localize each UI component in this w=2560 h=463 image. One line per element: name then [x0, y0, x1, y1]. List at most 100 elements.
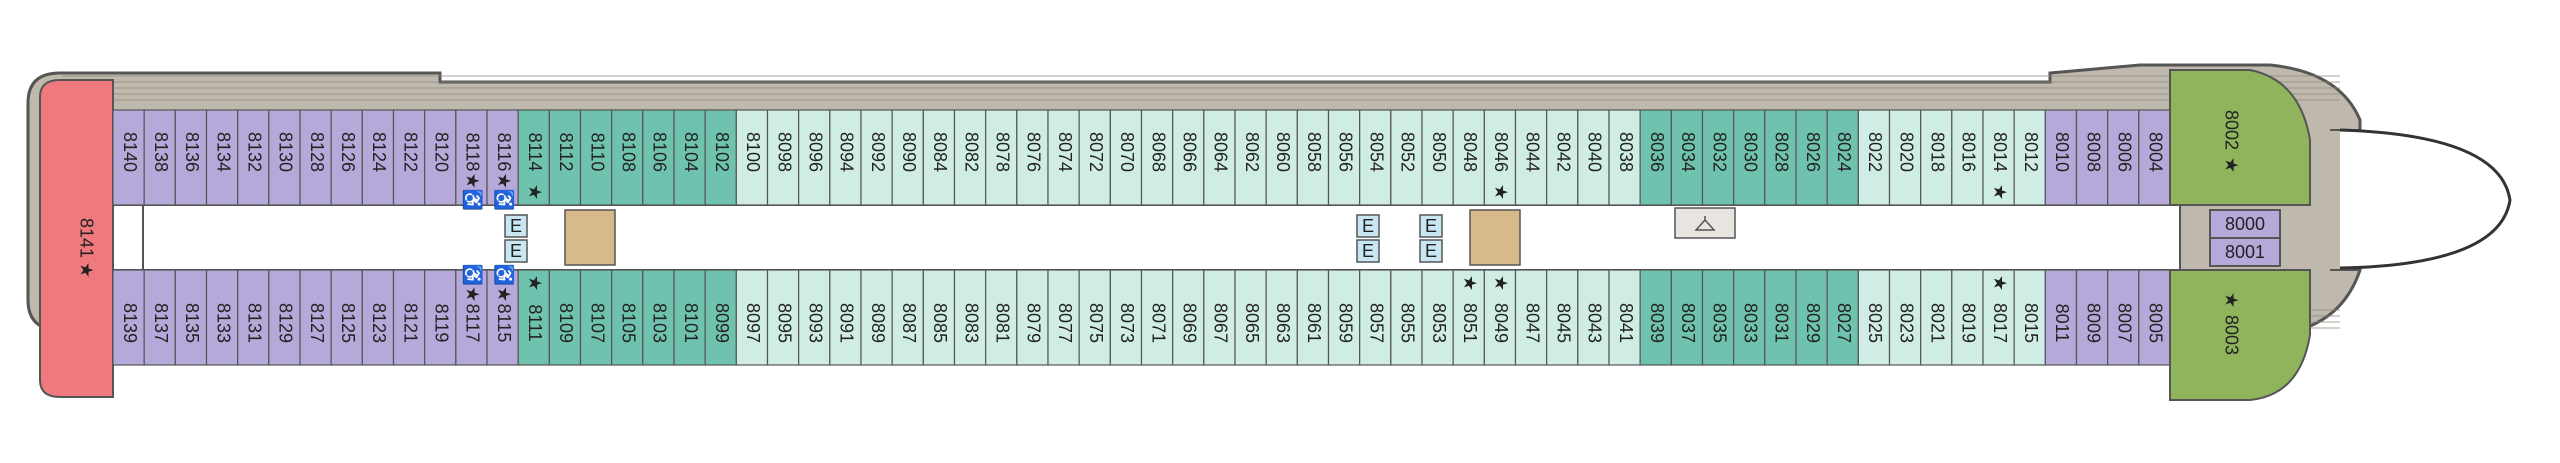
cabin-8032[interactable]: 8032: [1701, 109, 1735, 206]
cabin-8109[interactable]: 8109: [548, 269, 582, 366]
cabin-8135[interactable]: 8135: [174, 269, 208, 366]
cabin-8087[interactable]: 8087: [891, 269, 924, 366]
cabin-8070[interactable]: 8070: [1109, 109, 1143, 206]
cabin-8009[interactable]: 8009: [2075, 269, 2109, 366]
cabin-8047[interactable]: 8047: [1514, 269, 1548, 366]
cabin-8043[interactable]: 8043: [1577, 269, 1610, 366]
cabin-8027[interactable]: 8027: [1826, 269, 1859, 366]
cabin-8045[interactable]: 8045: [1546, 269, 1579, 366]
aft-suite[interactable]: 8141 ★: [39, 79, 114, 398]
cabin-8061[interactable]: 8061: [1296, 269, 1330, 366]
cabin-8058[interactable]: 8058: [1296, 109, 1330, 206]
cabin-8023[interactable]: 8023: [1888, 269, 1922, 366]
cabin-8100[interactable]: 8100: [735, 109, 769, 206]
cabin-8033[interactable]: 8033: [1733, 269, 1766, 366]
cabin-8125[interactable]: 8125: [330, 269, 363, 366]
cabin-8015[interactable]: 8015: [2013, 269, 2046, 366]
cabin-8139[interactable]: 8139: [112, 269, 145, 366]
cabin-8128[interactable]: 8128: [299, 109, 332, 206]
cabin-8007[interactable]: 8007: [2107, 269, 2140, 366]
cabin-8103[interactable]: 8103: [642, 269, 675, 366]
cabin-8096[interactable]: 8096: [798, 109, 831, 206]
cabin-8101[interactable]: 8101: [673, 269, 706, 366]
cabin-8063[interactable]: 8063: [1265, 269, 1298, 366]
forward-cabin-8000[interactable]: 8000: [2209, 209, 2281, 239]
cabin-8126[interactable]: 8126: [330, 109, 363, 206]
cabin-8037[interactable]: 8037: [1670, 269, 1704, 366]
cabin-8098[interactable]: 8098: [766, 109, 800, 206]
forward-suite-port[interactable]: 8002 ★: [2169, 69, 2311, 206]
cabin-8119[interactable]: 8119: [424, 269, 457, 366]
cabin-8138[interactable]: 8138: [143, 109, 176, 206]
cabin-8115[interactable]: 8115♿★: [486, 264, 519, 366]
cabin-8076[interactable]: 8076: [1016, 109, 1049, 206]
cabin-8010[interactable]: 8010: [2044, 109, 2078, 206]
cabin-8073[interactable]: 8073: [1109, 269, 1143, 366]
cabin-8028[interactable]: 8028: [1764, 109, 1797, 206]
cabin-8029[interactable]: 8029: [1795, 269, 1828, 366]
cabin-8050[interactable]: 8050: [1421, 109, 1454, 206]
cabin-8093[interactable]: 8093: [798, 269, 831, 366]
cabin-8071[interactable]: 8071: [1140, 269, 1174, 366]
cabin-8136[interactable]: 8136: [174, 109, 208, 206]
cabin-8051[interactable]: 8051★: [1452, 269, 1485, 366]
cabin-8074[interactable]: 8074: [1047, 109, 1080, 206]
cabin-8055[interactable]: 8055: [1390, 269, 1423, 366]
cabin-8022[interactable]: 8022: [1857, 109, 1891, 206]
cabin-8005[interactable]: 8005: [2138, 269, 2171, 366]
cabin-8030[interactable]: 8030: [1733, 109, 1766, 206]
cabin-8137[interactable]: 8137: [143, 269, 176, 366]
cabin-8116[interactable]: 8116★♿: [486, 109, 519, 211]
cabin-8133[interactable]: 8133: [205, 269, 239, 366]
cabin-8067[interactable]: 8067: [1203, 269, 1236, 366]
cabin-8131[interactable]: 8131: [237, 269, 270, 366]
cabin-8085[interactable]: 8085: [922, 269, 956, 366]
cabin-8069[interactable]: 8069: [1172, 269, 1205, 366]
cabin-8092[interactable]: 8092: [860, 109, 893, 206]
cabin-8095[interactable]: 8095: [766, 269, 800, 366]
cabin-8105[interactable]: 8105: [611, 269, 644, 366]
cabin-8079[interactable]: 8079: [1016, 269, 1049, 366]
cabin-8104[interactable]: 8104: [673, 109, 706, 206]
cabin-8006[interactable]: 8006: [2107, 109, 2140, 206]
cabin-8057[interactable]: 8057: [1359, 269, 1392, 366]
cabin-8020[interactable]: 8020: [1888, 109, 1922, 206]
cabin-8064[interactable]: 8064: [1203, 109, 1236, 206]
cabin-8091[interactable]: 8091: [829, 269, 862, 366]
cabin-8097[interactable]: 8097: [735, 269, 769, 366]
cabin-8122[interactable]: 8122: [392, 109, 426, 206]
cabin-8053[interactable]: 8053: [1421, 269, 1454, 366]
cabin-8129[interactable]: 8129: [268, 269, 301, 366]
cabin-8046[interactable]: 8046★: [1483, 109, 1517, 206]
cabin-8106[interactable]: 8106: [642, 109, 675, 206]
cabin-8114[interactable]: 8114★: [517, 109, 550, 206]
cabin-8008[interactable]: 8008: [2075, 109, 2109, 206]
cabin-8075[interactable]: 8075: [1078, 269, 1111, 366]
cabin-8062[interactable]: 8062: [1234, 109, 1267, 206]
cabin-8084[interactable]: 8084: [922, 109, 956, 206]
cabin-8102[interactable]: 8102: [704, 109, 737, 206]
cabin-8078[interactable]: 8078: [985, 109, 1018, 206]
cabin-8083[interactable]: 8083: [953, 269, 987, 366]
cabin-8140[interactable]: 8140: [112, 109, 145, 206]
cabin-8011[interactable]: 8011: [2044, 269, 2078, 366]
cabin-8036[interactable]: 8036: [1639, 109, 1672, 206]
cabin-8090[interactable]: 8090: [891, 109, 924, 206]
cabin-8111[interactable]: 8111★: [517, 269, 550, 366]
forward-cabin-8001[interactable]: 8001: [2209, 237, 2281, 267]
cabin-8068[interactable]: 8068: [1140, 109, 1174, 206]
cabin-8094[interactable]: 8094: [829, 109, 862, 206]
cabin-8112[interactable]: 8112: [548, 109, 582, 206]
cabin-8108[interactable]: 8108: [611, 109, 644, 206]
forward-suite-starboard[interactable]: ★ 8003: [2169, 269, 2311, 401]
cabin-8060[interactable]: 8060: [1265, 109, 1298, 206]
cabin-8120[interactable]: 8120: [424, 109, 457, 206]
cabin-8038[interactable]: 8038: [1608, 109, 1641, 206]
cabin-8110[interactable]: 8110: [579, 109, 613, 206]
cabin-8016[interactable]: 8016: [1951, 109, 1984, 206]
cabin-8132[interactable]: 8132: [237, 109, 270, 206]
cabin-8124[interactable]: 8124: [361, 109, 395, 206]
cabin-8019[interactable]: 8019: [1951, 269, 1984, 366]
cabin-8059[interactable]: 8059: [1327, 269, 1361, 366]
cabin-8031[interactable]: 8031: [1764, 269, 1797, 366]
